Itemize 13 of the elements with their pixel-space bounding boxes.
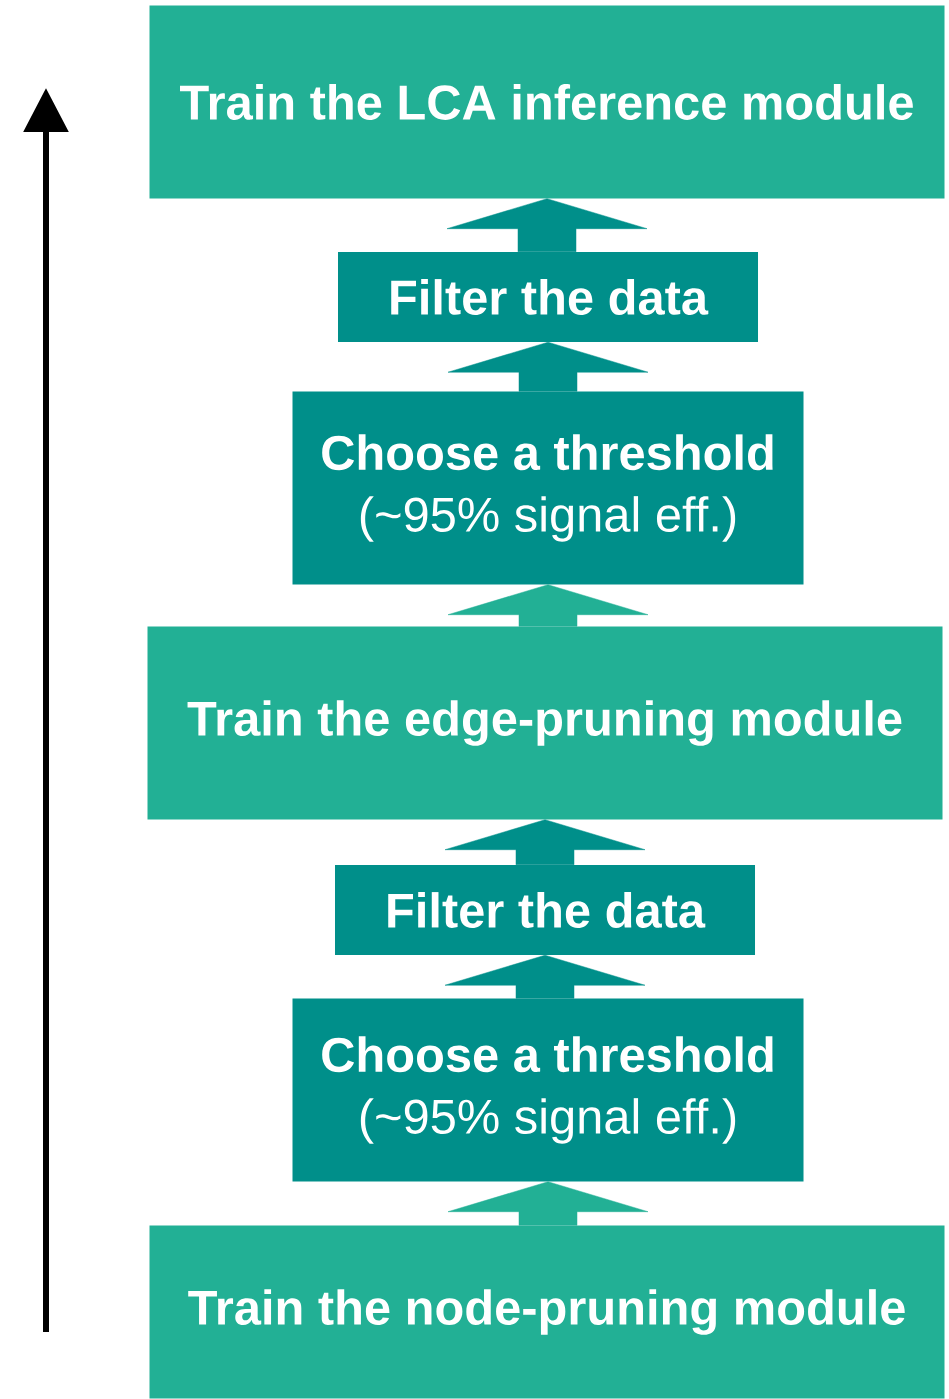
process-box: Train the LCA inference module <box>149 5 945 199</box>
block-arrow <box>446 198 648 253</box>
block-arrow <box>447 1181 649 1226</box>
process-box: Train the edge-pruning module <box>147 626 943 820</box>
block-arrow <box>444 954 646 999</box>
process-box: Choose a threshold (~95% signal eff.) <box>292 998 804 1182</box>
process-box: Train the node-pruning module <box>149 1225 945 1399</box>
process-box: Choose a threshold (~95% signal eff.) <box>292 391 804 585</box>
block-arrow <box>444 819 646 866</box>
block-arrow <box>447 584 649 627</box>
block-arrow <box>447 341 649 392</box>
process-box: Filter the data <box>338 252 758 342</box>
process-box: Filter the data <box>335 865 755 955</box>
